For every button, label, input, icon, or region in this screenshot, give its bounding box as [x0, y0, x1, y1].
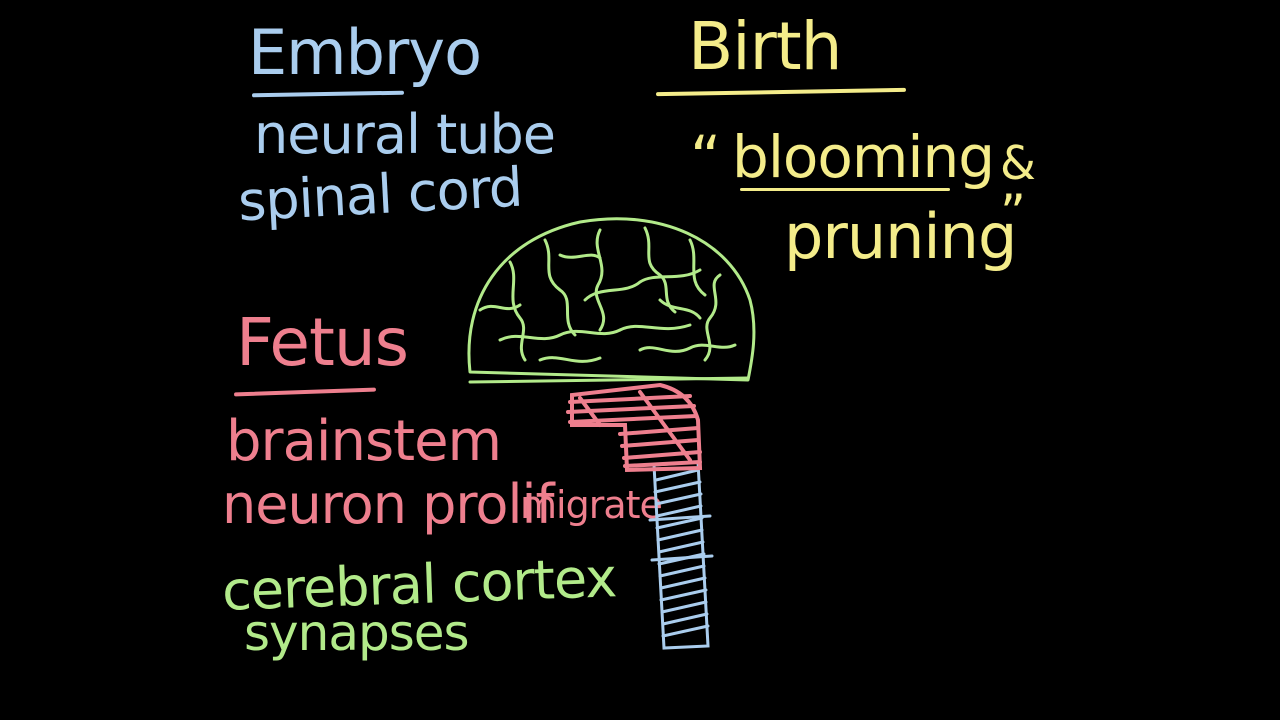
- fetus-line-synapses: synapses: [244, 604, 470, 662]
- brainstem-shape: [566, 382, 703, 473]
- fetus-line-neuron-prolif: neuron prolif: [222, 473, 554, 536]
- cerebrum-shape: [467, 217, 756, 384]
- fetus-line-brainstem: brainstem: [226, 409, 502, 474]
- birth-heading: Birth: [688, 8, 842, 85]
- embryo-heading: Embryo: [248, 16, 482, 89]
- spinal-cord-shape: [648, 460, 714, 650]
- birth-word-pruning: pruning: [784, 200, 1017, 273]
- blooming-underline: [740, 188, 950, 191]
- fetus-line-migrate: migrate: [520, 483, 663, 527]
- birth-ampersand: &: [1000, 136, 1036, 190]
- fetus-heading: Fetus: [236, 304, 409, 381]
- birth-quote-open: “: [690, 123, 721, 193]
- embryo-line-neural-tube: neural tube: [254, 103, 556, 166]
- birth-quote-close: ”: [1000, 184, 1026, 242]
- birth-word-blooming: blooming: [732, 123, 995, 191]
